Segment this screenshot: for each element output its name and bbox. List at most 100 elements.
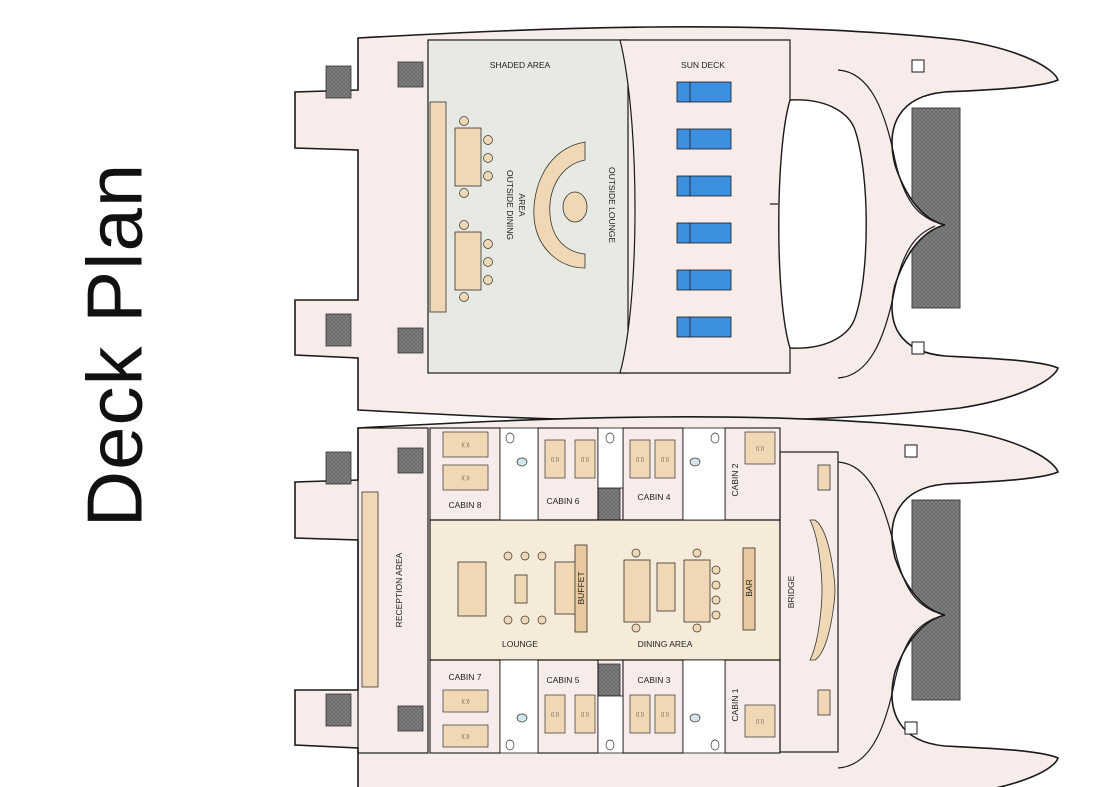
cabin-6-label: CABIN 6	[546, 496, 579, 506]
bed	[442, 431, 489, 458]
bridge-label: BRIDGE	[786, 575, 796, 608]
bathroom	[499, 659, 539, 754]
dining-table-left	[623, 559, 651, 623]
bed-pillow-mark: (( ))	[756, 719, 764, 725]
sun-deck-floor	[619, 39, 791, 374]
stairs-upper-3	[397, 61, 424, 88]
outside-dining-label-1: OUTSIDE DINING	[505, 170, 515, 240]
dining-table-right	[683, 559, 711, 623]
cabin-7-label: CABIN 7	[448, 672, 481, 682]
side-bench	[429, 101, 447, 313]
dining-area-label: DINING AREA	[638, 639, 693, 649]
bar-label: BAR	[744, 579, 754, 596]
salon-chairs	[503, 548, 721, 633]
lounge-sofa-main	[457, 561, 487, 617]
sink	[516, 713, 528, 723]
sun-lounger	[676, 316, 732, 338]
toilet	[710, 432, 720, 444]
salon-chair	[692, 623, 702, 633]
dining-chair	[459, 220, 469, 230]
sun-lounger	[676, 81, 732, 103]
stairs-center-bottom	[597, 663, 621, 697]
toilet	[710, 739, 720, 751]
dining-chair	[483, 239, 493, 249]
hatch-main-bottom	[904, 721, 918, 735]
stairs-main-1	[325, 451, 352, 485]
salon-chair	[503, 551, 513, 561]
salon-chair	[692, 548, 702, 558]
bed-pillow-mark: (( ))	[551, 712, 559, 718]
hatch-upper-top	[911, 59, 925, 73]
bed	[654, 694, 676, 734]
stairs-main-3	[397, 447, 424, 474]
shaded-area-label: SHADED AREA	[490, 60, 551, 70]
bed-pillow-mark: (( ))	[636, 457, 644, 463]
bathroom	[682, 659, 726, 754]
bed	[442, 464, 489, 491]
bed-pillow-mark: (( ))	[636, 712, 644, 718]
salon-chair	[711, 565, 721, 575]
stairs-upper-4	[397, 327, 424, 354]
dining-chair	[483, 257, 493, 267]
dining-table-center	[656, 562, 676, 612]
salon-chair	[711, 610, 721, 620]
bed	[574, 439, 596, 479]
cabin-5-label: CABIN 5	[546, 675, 579, 685]
bed	[574, 694, 596, 734]
bed	[442, 689, 489, 713]
sink	[689, 713, 701, 723]
dining-chair	[483, 275, 493, 285]
sink	[689, 457, 701, 467]
dining-chair	[483, 153, 493, 163]
outside-dining-label-2: AREA	[517, 193, 527, 216]
bed-pillow-mark: (( ))	[661, 457, 669, 463]
bridge-seat-1	[817, 464, 831, 491]
bed-pillow-mark: (( ))	[551, 457, 559, 463]
cabins: (( )) (( )) (( )) (( )) (( )) (( )) (( )) (( ))…	[429, 427, 781, 754]
stairs-upper-2	[325, 313, 352, 347]
bed	[544, 439, 566, 479]
hatch-main-top	[904, 444, 918, 458]
salon-floor	[429, 519, 781, 661]
sun-lounger	[676, 222, 732, 244]
bar-counter	[742, 547, 756, 631]
stairs-main-4	[397, 705, 424, 732]
upper-net	[911, 107, 961, 309]
salon-chair	[711, 595, 721, 605]
bed-pillow-mark: (( ))	[581, 712, 589, 718]
dining-chair	[483, 135, 493, 145]
salon-chair	[537, 551, 547, 561]
dining-chair	[483, 171, 493, 181]
sun-lounger	[676, 128, 732, 150]
bed	[744, 704, 776, 738]
bed	[629, 694, 651, 734]
bed	[654, 439, 676, 479]
bed	[629, 439, 651, 479]
stairs-center-top	[597, 487, 621, 521]
bed-pillow-mark: (( ))	[461, 443, 469, 449]
lounge-sofa	[533, 141, 586, 269]
lounge-label: LOUNGE	[502, 639, 538, 649]
salon-chair	[520, 551, 530, 561]
bed-pillow-mark: (( ))	[461, 476, 469, 482]
bed-pillow-mark: (( ))	[581, 457, 589, 463]
bed-pillow-mark: (( ))	[461, 734, 469, 740]
sun-loungers	[676, 81, 732, 338]
dining-table-1	[454, 127, 482, 187]
bed	[544, 694, 566, 734]
coffee-table	[562, 191, 588, 223]
reception-floor	[357, 427, 429, 754]
hatch-upper-bottom	[911, 341, 925, 355]
reception-label: RECEPTION AREA	[394, 552, 404, 627]
buffet-counter	[574, 544, 588, 633]
main-hull-inner-curve	[837, 461, 936, 769]
bridge-seat-2	[817, 689, 831, 716]
salon-chair	[520, 615, 530, 625]
sun-lounger	[676, 175, 732, 197]
dining-chair	[459, 188, 469, 198]
toilet	[605, 739, 615, 751]
bathroom	[499, 427, 539, 521]
toilet	[605, 432, 615, 444]
salon-chair	[503, 615, 513, 625]
salon-chair	[631, 548, 641, 558]
